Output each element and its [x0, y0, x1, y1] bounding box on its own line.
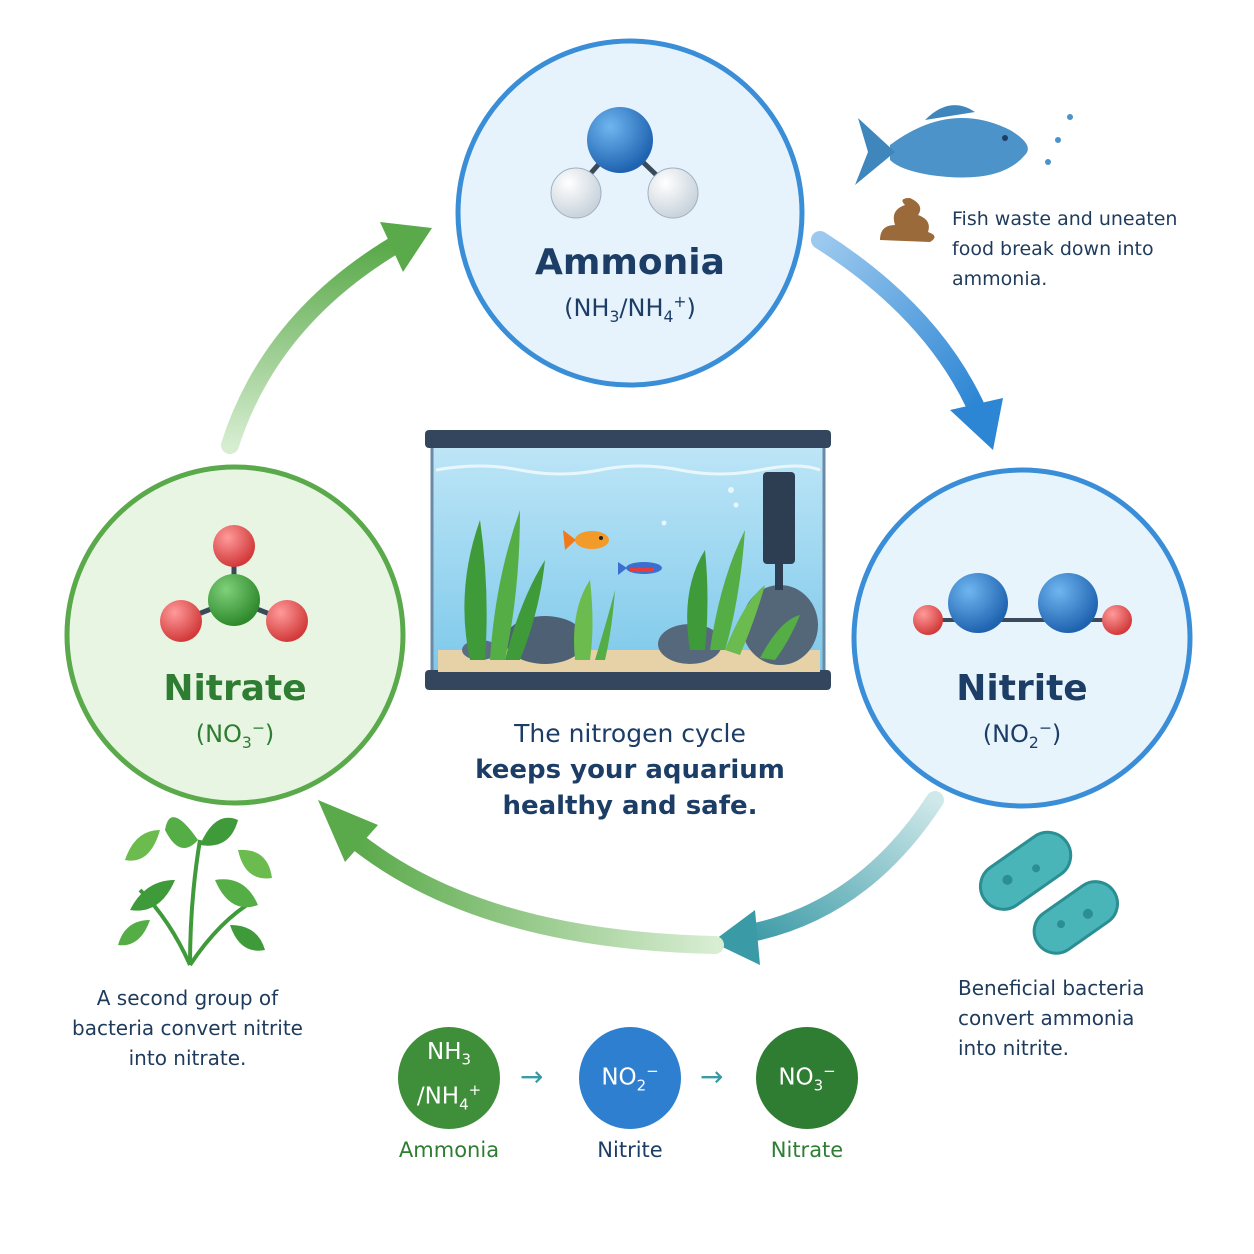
summary-nitrite-circle: NO2− — [579, 1027, 681, 1129]
waste-icon — [880, 198, 935, 242]
summary-nitrate-label: Nitrate — [770, 1138, 844, 1162]
arrow-nitrite-to-nitrate — [712, 791, 944, 965]
ammonia-formula: (NH3/NH4+) — [564, 293, 696, 326]
orange-fish-icon — [563, 530, 609, 550]
bacteria-icon — [978, 830, 1119, 955]
summary-arrow-1: → — [520, 1060, 544, 1093]
caption-nitrate-conversion: A second group of bacteria convert nitri… — [72, 986, 303, 1070]
nitrite-formula: (NO2−) — [982, 719, 1062, 752]
nitrite-molecule-icon — [913, 573, 1132, 635]
nitrite-circle — [851, 467, 1193, 809]
summary-arrow-2: → — [700, 1060, 724, 1093]
nitrate-title: Nitrate — [163, 668, 307, 709]
summary-nitrite-label: Nitrite — [597, 1138, 663, 1162]
ammonia-title: Ammonia — [535, 242, 725, 283]
summary-nitrate-circle: NO3− — [756, 1027, 858, 1129]
nitrate-formula: (NO3−) — [195, 719, 275, 752]
arrow-ammonia-to-nitrite — [811, 231, 1003, 450]
summary-ammonia-circle: NH3 /NH4+ — [398, 1027, 500, 1129]
aquarium-icon — [425, 430, 831, 690]
nitrite-node: Nitrite (NO2−) — [854, 668, 1190, 752]
summary-ammonia-label: Ammonia — [398, 1138, 500, 1162]
center-message: The nitrogen cycle keeps your aquarium h… — [475, 719, 785, 821]
caption-ammonia-source: Fish waste and uneaten food break down i… — [952, 208, 1178, 290]
ammonia-circle — [455, 38, 805, 388]
ammonia-molecule-icon — [550, 107, 699, 219]
fish-icon — [855, 105, 1073, 185]
nitrite-title: Nitrite — [956, 668, 1088, 709]
nitrate-circle — [64, 464, 406, 806]
nitrate-node: Nitrate (NO3−) — [67, 668, 403, 752]
ammonia-node: Ammonia (NH3/NH4+) — [458, 242, 802, 326]
plant-icon — [118, 817, 272, 967]
neon-fish-icon — [618, 562, 662, 575]
caption-nitrite-conversion: Beneficial bacteria convert ammonia into… — [958, 976, 1145, 1060]
arrow-nitrite-to-nitrate-green — [318, 800, 724, 954]
nitrate-molecule-icon — [160, 525, 308, 642]
arrow-nitrate-to-ammonia — [221, 222, 432, 454]
